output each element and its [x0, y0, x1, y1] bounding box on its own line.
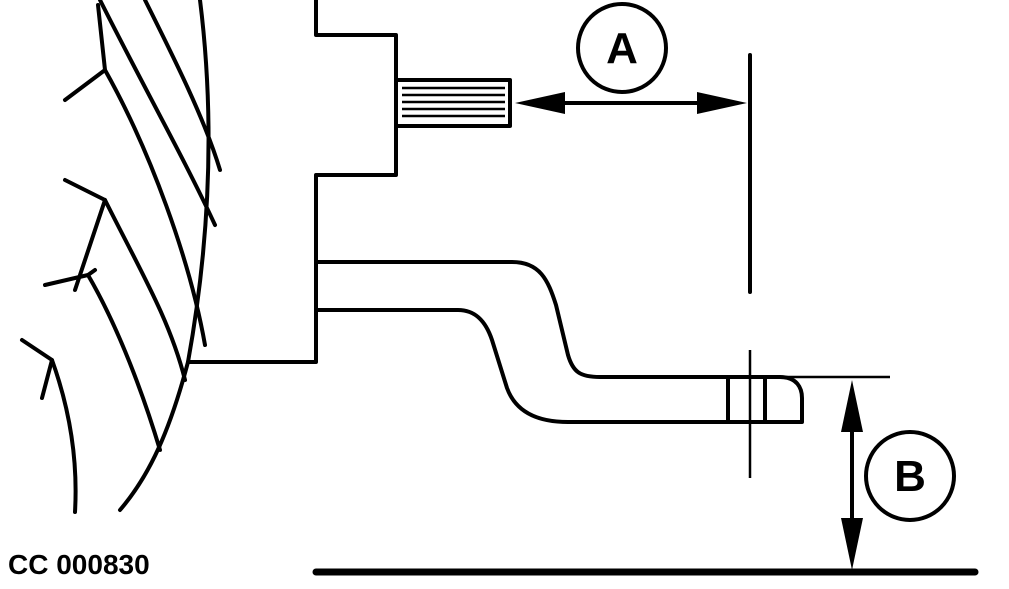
ball-joint	[726, 375, 767, 424]
callout-b: B	[864, 430, 956, 522]
figure-code: CC 000830	[8, 549, 150, 580]
callout-b-label: B	[894, 452, 926, 501]
splined-shaft	[394, 78, 512, 128]
hub-housing	[186, 0, 398, 364]
callout-a-label: A	[606, 24, 638, 73]
dimension-b-arrow	[841, 380, 863, 570]
callout-a: A	[576, 2, 668, 94]
suspension-arm	[314, 260, 804, 424]
tire-tread	[20, 0, 222, 514]
dimension-a-arrow	[515, 92, 747, 114]
